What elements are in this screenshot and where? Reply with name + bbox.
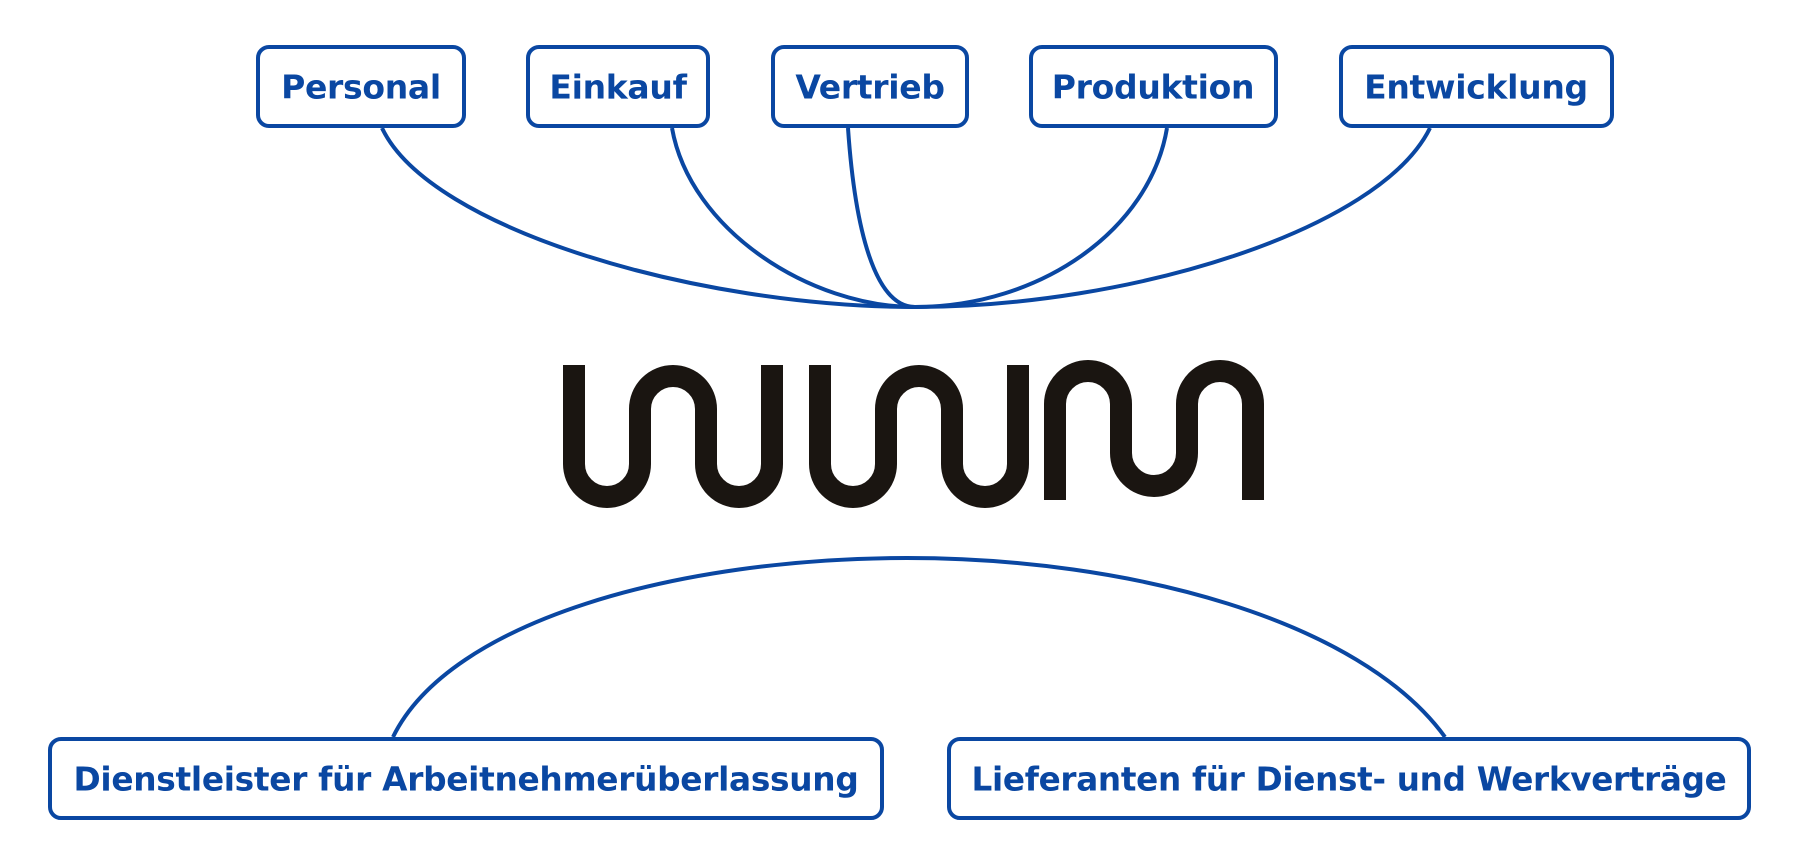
node-arbeitnehmerueberlassung-box	[48, 737, 884, 820]
top-node-group: Personal Einkauf Vertrieb Produktion Ent…	[256, 45, 1614, 128]
wavy-line-logo-icon	[563, 360, 1264, 508]
node-arbeitnehmerueberlassung[interactable]: Dienstleister für Arbeitnehmerüberlassun…	[48, 737, 884, 820]
node-personal-box	[256, 45, 466, 128]
connector-entwicklung	[914, 127, 1432, 309]
node-produktion-box	[1029, 45, 1278, 128]
node-einkauf-label: Einkauf	[549, 68, 687, 107]
node-entwicklung[interactable]: Entwicklung	[1339, 45, 1614, 128]
node-produktion-label: Produktion	[1052, 68, 1254, 107]
node-einkauf[interactable]: Einkauf	[526, 45, 710, 128]
node-entwicklung-box	[1339, 45, 1614, 128]
node-vertrieb-box	[771, 45, 969, 128]
connector-produktion	[914, 127, 1169, 309]
bottom-node-group: Dienstleister für Arbeitnehmerüberlassun…	[48, 737, 1751, 820]
node-vertrieb[interactable]: Vertrieb	[771, 45, 969, 128]
connector-einkauf	[670, 127, 916, 309]
node-dienst-werkvertraege-box	[947, 737, 1751, 820]
node-einkauf-box	[526, 45, 710, 128]
bottom-connector-arc	[391, 555, 1447, 739]
node-personal-label: Personal	[281, 68, 441, 107]
node-vertrieb-label: Vertrieb	[795, 68, 944, 107]
node-produktion[interactable]: Produktion	[1029, 45, 1278, 128]
node-personal[interactable]: Personal	[256, 45, 466, 128]
node-dienst-werkvertraege-label: Lieferanten für Dienst- und Werkverträge	[972, 760, 1727, 799]
top-connectors	[380, 127, 1432, 309]
node-entwicklung-label: Entwicklung	[1364, 68, 1588, 107]
node-dienst-werkvertraege[interactable]: Lieferanten für Dienst- und Werkverträge	[947, 737, 1751, 820]
node-arbeitnehmerueberlassung-label: Dienstleister für Arbeitnehmerüberlassun…	[74, 760, 859, 799]
connector-personal	[380, 127, 916, 309]
connector-vertrieb	[846, 127, 916, 309]
